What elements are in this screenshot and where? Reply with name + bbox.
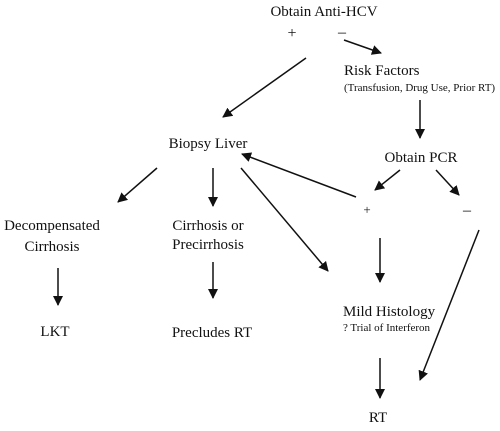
node-obtain-pcr: Obtain PCR [384,150,458,166]
arrow-pcr-to-minus [435,169,460,196]
risk-factors-detail: (Transfusion, Drug Use, Prior RT) [344,82,496,94]
pcr-positive-sign: + [363,202,371,217]
node-biopsy-liver: Biopsy Liver [168,136,248,152]
node-rt: RT [368,410,388,426]
node-obtain-anti-hcv: Obtain Anti-HCV [270,4,378,20]
node-risk-factors: Risk Factors [344,63,420,79]
node-cirrhosis-line2: Precirrhosis [172,237,244,253]
arrow-biopsy-to-mild-histology [240,167,329,272]
node-lkt: LKT [40,324,70,340]
anti-hcv-negative-sign: – [338,24,346,41]
arrow-pcr-minus-to-rt [418,229,480,381]
node-decompensated-line1: Decompensated [4,218,100,234]
mild-histology-interferon-note: ? Trial of Interferon [343,322,431,334]
anti-hcv-positive-sign: + [287,25,297,42]
arrow-anti-plus-to-biopsy [222,57,307,118]
node-mild-histology: Mild Histology [343,304,436,320]
node-decompensated-line2: Cirrhosis [24,239,80,255]
arrow-pcr-plus-to-biopsy [241,152,357,198]
pcr-negative-sign: – [463,202,471,219]
arrow-biopsy-to-decompensated [117,167,158,203]
arrow-anti-minus-to-risk [343,39,382,55]
node-precludes-rt: Precludes RT [171,325,253,341]
node-cirrhosis-line1: Cirrhosis or [172,218,244,234]
arrow-pcr-to-plus [374,169,401,191]
